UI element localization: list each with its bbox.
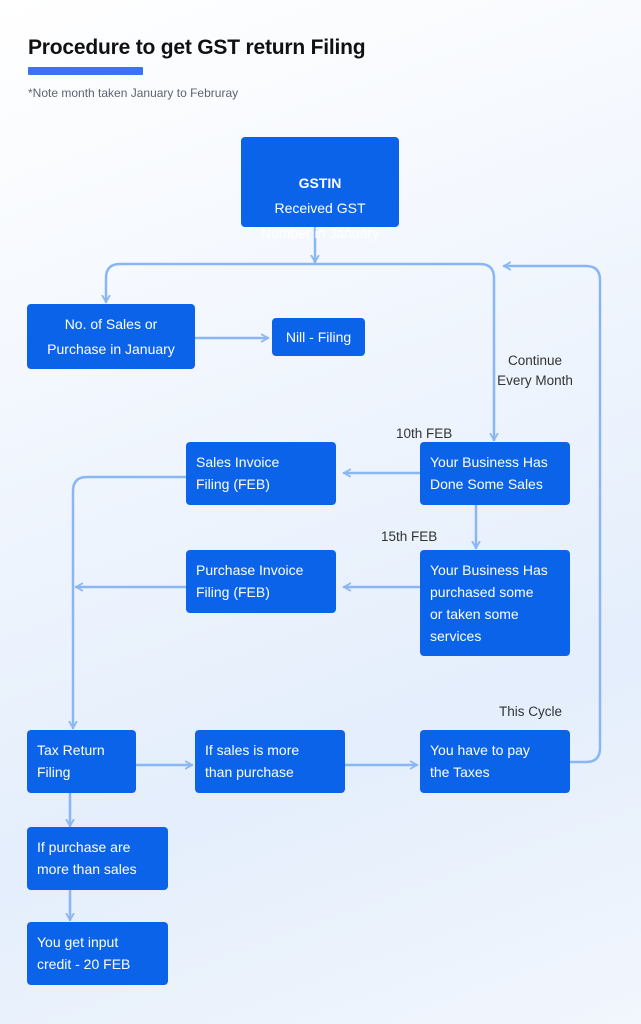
this-cycle-label: This Cycle	[499, 704, 563, 719]
fifteenth-feb-label: 15th FEB	[381, 529, 438, 544]
business-sales-box: Your Business Has Done Some Sales	[420, 442, 570, 505]
sales-more-box: If sales is more than purchase	[195, 730, 345, 793]
sales-purchase-january-box: No. of Sales or Purchase in January	[27, 304, 195, 369]
tax-return-box: Tax Return Filing	[27, 730, 136, 793]
business-purchased-box: Your Business Has purchased some or take…	[420, 550, 570, 656]
nill-filing-box: Nill - Filing	[272, 318, 365, 356]
purchase-more-box: If purchase are more than sales	[27, 827, 168, 890]
tenth-feb-label: 10th FEB	[396, 426, 453, 441]
connector-split-left	[101, 262, 317, 304]
page-title: Procedure to get GST return Filing	[28, 36, 366, 59]
gstin-box: GSTIN Received GST Number in January	[241, 137, 399, 241]
sales-invoice-box: Sales Invoice Filing (FEB)	[186, 442, 336, 505]
connector-sales-invoice-to-tax-return	[68, 475, 188, 730]
gstin-box-text: Received GST Number in January	[260, 200, 380, 241]
page-note: *Note month taken January to Februray	[28, 86, 239, 100]
purchase-invoice-box: Purchase Invoice Filing (FEB)	[186, 550, 336, 613]
input-credit-box: You get input credit - 20 FEB	[27, 922, 168, 985]
gstin-box-title: GSTIN	[298, 175, 342, 191]
continue-every-month-label: Continue Every Month	[497, 353, 573, 388]
title-underline	[28, 67, 143, 75]
pay-taxes-box: You have to pay the Taxes	[420, 730, 570, 793]
connector-split-right	[313, 262, 499, 442]
connector-cycle-loop	[502, 261, 602, 764]
